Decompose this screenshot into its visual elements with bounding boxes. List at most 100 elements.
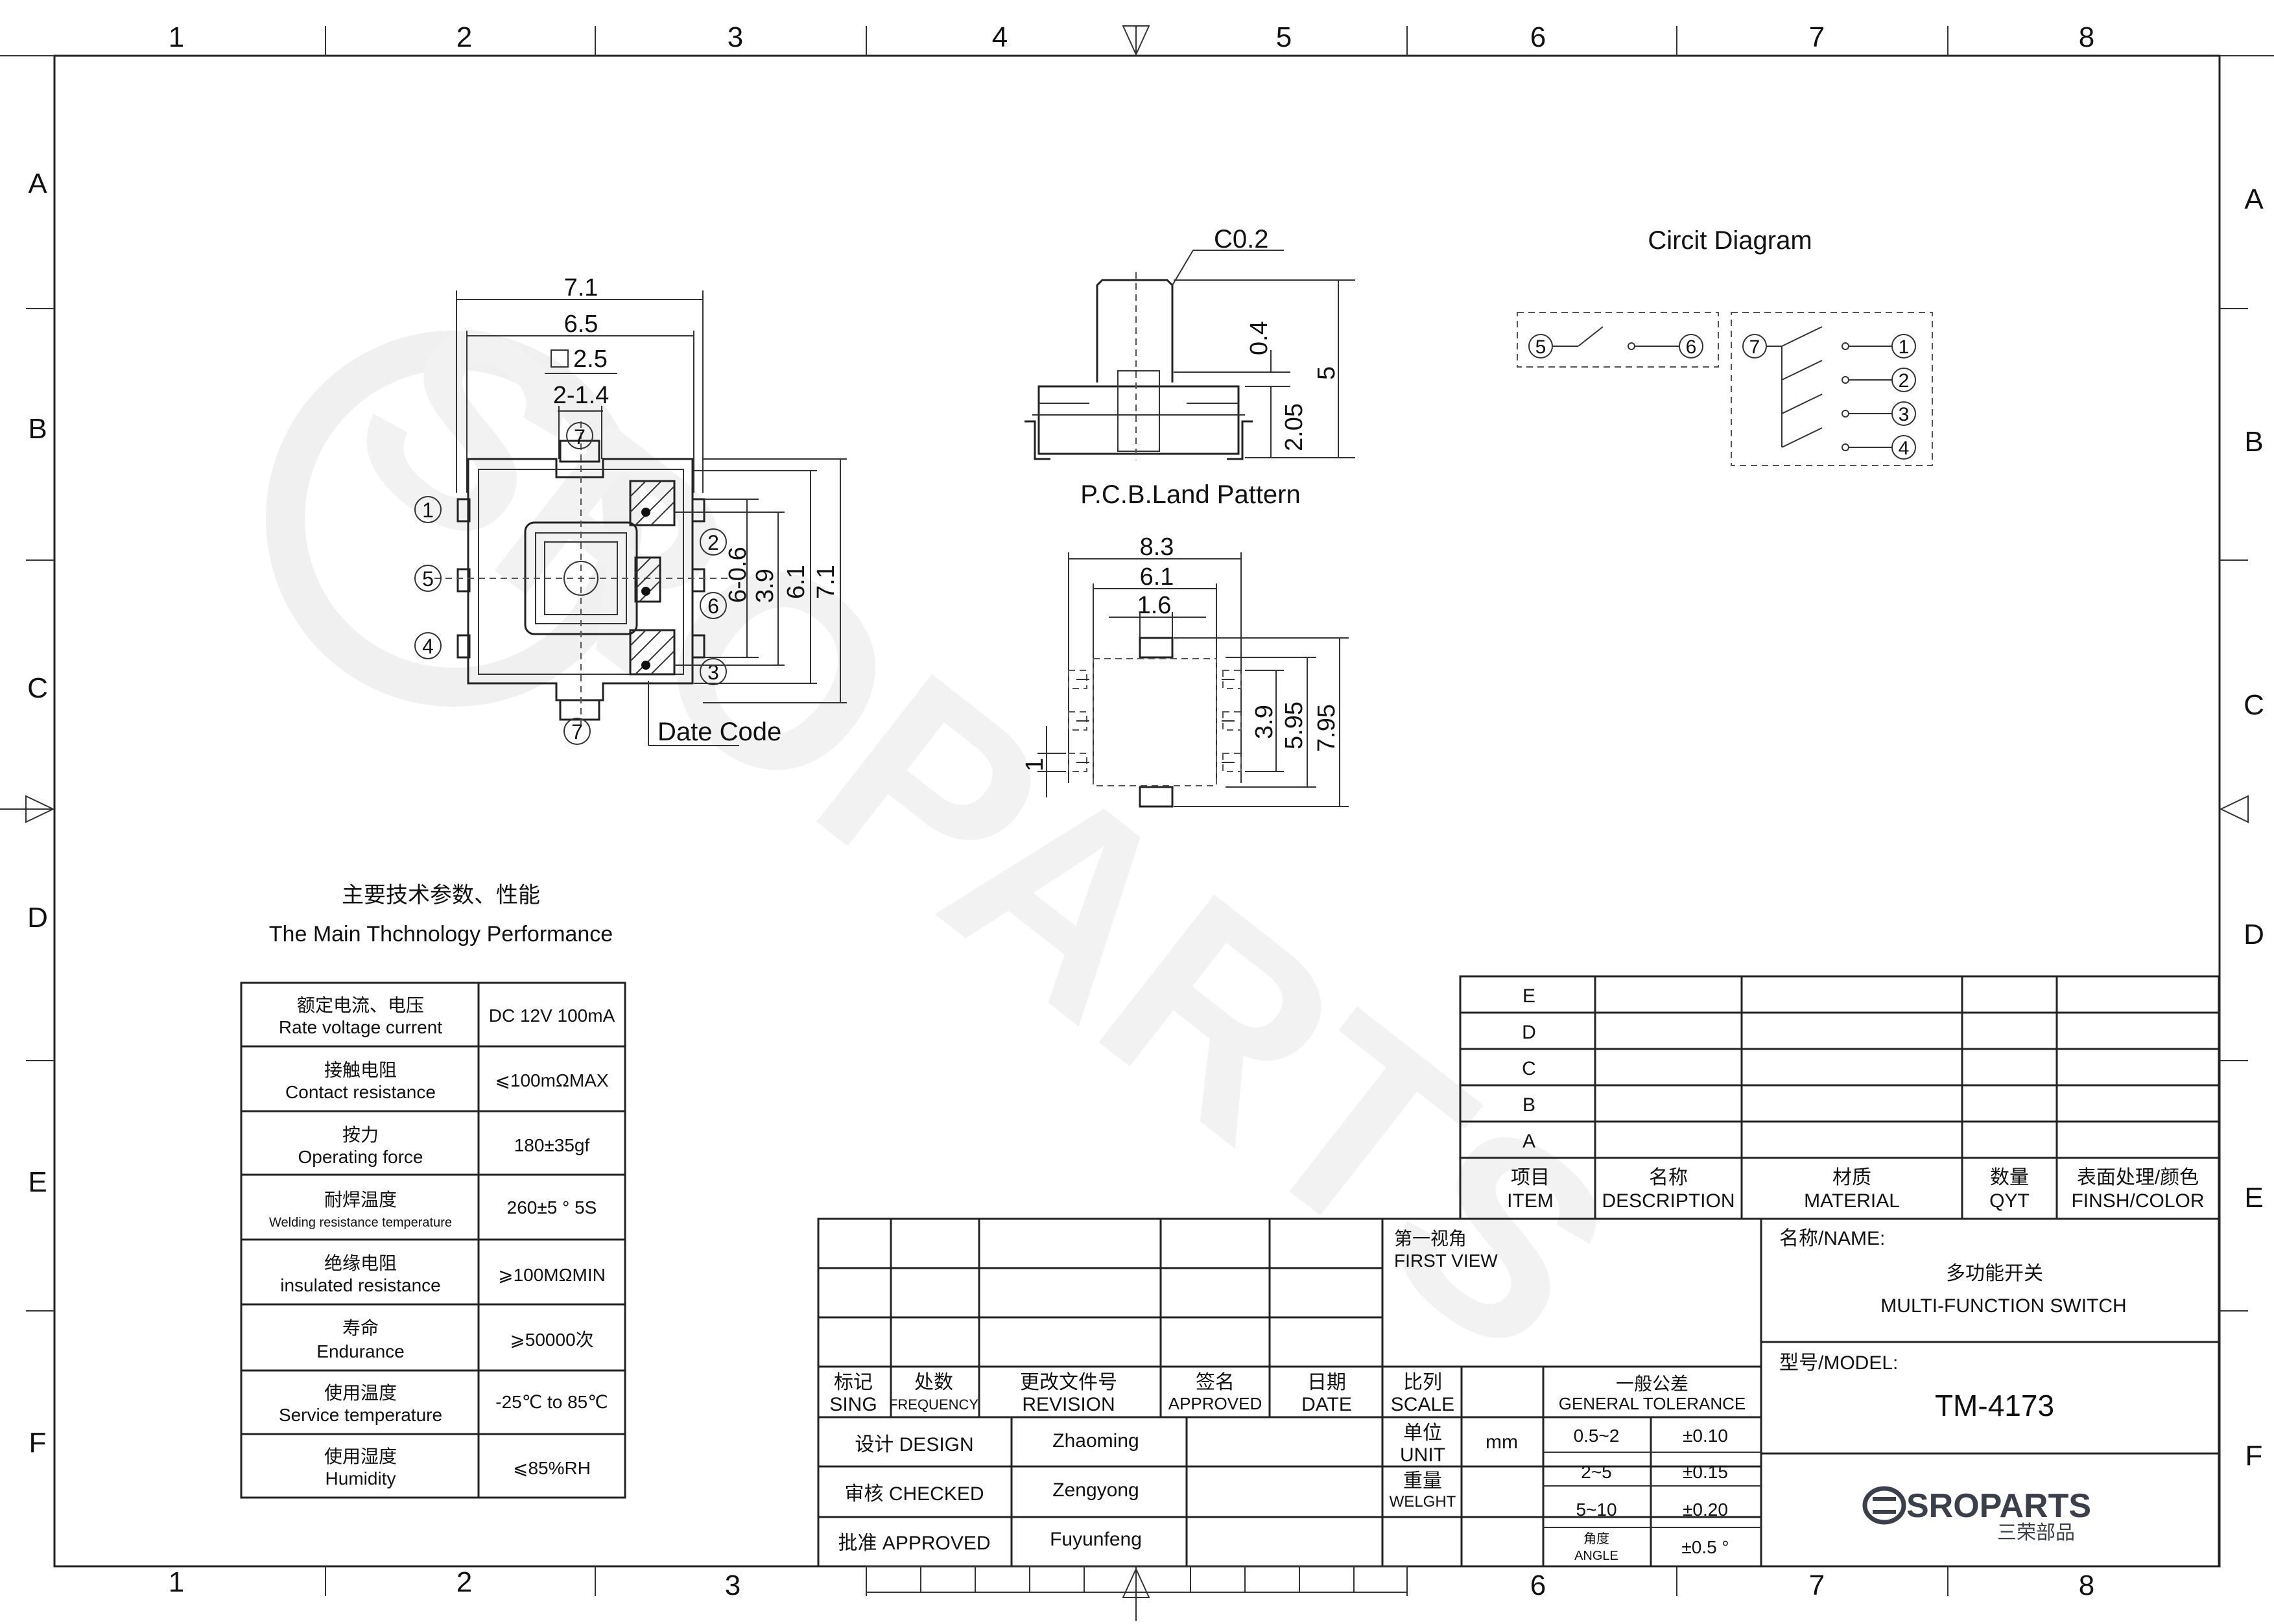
spec-6-en: Service temperature [279, 1405, 442, 1425]
tol-value-angle: ±0.5 ° [1681, 1537, 1729, 1557]
zone-columns-top: 1 2 3 4 5 6 7 8 [169, 21, 2094, 56]
bom-header-material-cn: 材质 [1832, 1167, 1871, 1188]
zone-columns-bottom: 1 2 3 6 7 8 [169, 1566, 2094, 1621]
spec-0-value: DC 12V 100mA [489, 1006, 615, 1026]
dim-pads: 2-1.4 [553, 382, 610, 409]
spec-4-value: ⩾100MΩMIN [498, 1265, 606, 1285]
bom-header-qty-cn: 数量 [1990, 1167, 2029, 1188]
weight-cn: 重量 [1403, 1470, 1442, 1492]
bom-header-desc-en: DESCRIPTION [1602, 1190, 1735, 1212]
pin-7-top: 7 [574, 425, 586, 449]
pin-3: 3 [707, 661, 719, 684]
dim-land-width-outer: 8.3 [1140, 534, 1174, 561]
zone-rows: A B C D E F A B C D E F [0, 168, 2264, 1472]
rev-header-freq-en: FREQUENCY [889, 1396, 978, 1413]
rev-header-date-en: DATE [1301, 1394, 1352, 1415]
row-label-right-c: C [2244, 689, 2264, 721]
pin-1: 1 [422, 499, 434, 522]
pin-balloons: 7 1 5 4 2 6 3 7 [414, 422, 727, 745]
spec-3-en: Welding resistance temperature [269, 1216, 452, 1230]
row-label-f: F [29, 1427, 47, 1459]
spec-7-value: ⩽85%RH [513, 1458, 591, 1478]
title-block: 标记 SING 处数 FREQUENCY 更改文件号 REVISION 签名 A… [817, 1218, 2220, 1568]
spec-7-cn: 使用湿度 [324, 1446, 397, 1466]
circuit-pin-3: 3 [1899, 404, 1910, 425]
tol-angle-en: ANGLE [1574, 1549, 1618, 1563]
circuit-pin-2: 2 [1899, 370, 1910, 392]
rev-header-sing-cn: 标记 [834, 1372, 873, 1393]
rev-header-revision-en: REVISION [1022, 1394, 1115, 1415]
circuit-pin-1: 1 [1899, 336, 1910, 358]
bottom-tabs [866, 1566, 1408, 1593]
spec-4-en: insulated resistance [280, 1275, 440, 1295]
circuit-pin-5: 5 [1535, 336, 1546, 358]
rev-header-sing-en: SING [829, 1394, 877, 1415]
dim-square: 2.5 [573, 346, 608, 373]
col-label-1: 1 [169, 21, 184, 53]
rev-header-date-cn: 日期 [1307, 1372, 1346, 1393]
row-label-right-e: E [2244, 1182, 2263, 1214]
col-label-bottom-2: 2 [456, 1566, 472, 1598]
logo-text: SROPARTS [1906, 1487, 2091, 1525]
spec-title-cn: 主要技术参数、性能 [342, 883, 540, 908]
name-cn: 多功能开关 [1946, 1263, 2043, 1284]
tol-range-1: 0.5~2 [1574, 1426, 1620, 1446]
col-label-bottom-7: 7 [1809, 1570, 1825, 1601]
dim-land-height-outer: 7.95 [1313, 704, 1340, 752]
bom-row-c: C [1522, 1058, 1536, 1079]
rev-header-approved-cn: 签名 [1196, 1372, 1235, 1393]
tol-value-3: ±0.20 [1683, 1500, 1728, 1520]
tol-range-2: 2~5 [1581, 1462, 1612, 1482]
dim-inner-height: 6.1 [783, 565, 810, 599]
row-label-a: A [28, 168, 47, 200]
spec-5-value: ⩾50000次 [510, 1330, 593, 1350]
unit-en: UNIT [1400, 1444, 1445, 1466]
circuit-pin-4: 4 [1899, 438, 1910, 459]
spec-0-cn: 额定电流、电压 [297, 995, 424, 1015]
dim-outer-height: 7.1 [812, 565, 840, 599]
scale-en: SCALE [1391, 1394, 1454, 1415]
circuit-pin-6: 6 [1686, 336, 1697, 358]
dim-land-height-mid: 5.95 [1281, 701, 1308, 749]
dim-travel: 0.4 [1246, 321, 1273, 355]
model-label: 型号/MODEL: [1779, 1352, 1898, 1374]
unit-value: mm [1486, 1431, 1518, 1453]
rev-header-revision-cn: 更改文件号 [1020, 1372, 1117, 1393]
side-view: C0.2 0.4 5 2.05 [1024, 225, 1355, 460]
bom-row-b: B [1522, 1094, 1535, 1116]
spec-3-cn: 耐焊温度 [324, 1190, 397, 1210]
row-label-d: D [27, 902, 48, 934]
bom-header-finish-cn: 表面处理/颜色 [2077, 1167, 2199, 1188]
bom-header-finish-en: FINSH/COLOR [2071, 1190, 2204, 1212]
dim-overall-width: 7.1 [564, 274, 598, 301]
col-label-2: 2 [456, 21, 472, 53]
row-label-right-f: F [2245, 1440, 2263, 1472]
bom-header-item-en: ITEM [1507, 1190, 1554, 1212]
rev-header-approved-en: APPROVED [1168, 1394, 1262, 1413]
spec-7-en: Humidity [326, 1468, 396, 1489]
dim-land-pad-width: 1.6 [1137, 592, 1172, 619]
pin-7-bottom: 7 [571, 720, 583, 744]
spec-3-value: 260±5 ° 5S [507, 1197, 597, 1218]
circuit-diagram: Circit Diagram 5 6 7 1 2 3 4 [1517, 226, 1933, 466]
view-en: FIRST VIEW [1394, 1251, 1498, 1271]
name-en: MULTI-FUNCTION SWITCH [1880, 1295, 2126, 1317]
dim-land-pitch: 3.9 [1251, 705, 1278, 739]
logo-cn: 三荣部品 [1997, 1522, 2075, 1544]
row-label-right-d: D [2244, 919, 2264, 950]
checked-name: Zengyong [1052, 1479, 1139, 1501]
col-label-bottom-3: 3 [725, 1570, 740, 1601]
tol-angle-cn: 角度 [1583, 1531, 1609, 1546]
col-label-bottom-1: 1 [169, 1566, 184, 1598]
pin-6: 6 [707, 594, 719, 618]
dim-land-width-mid: 6.1 [1140, 563, 1174, 591]
dim-land-pad: 1 [1021, 758, 1048, 771]
contact-pads [629, 480, 676, 676]
spec-5-en: Endurance [316, 1341, 404, 1361]
design-name: Zhaoming [1052, 1430, 1139, 1452]
company-logo: SROPARTS 三荣部品 [1862, 1486, 2091, 1544]
scale-cn: 比列 [1403, 1372, 1442, 1393]
dim-inner-width: 6.5 [564, 311, 598, 338]
circuit-title: Circit Diagram [1648, 226, 1812, 255]
